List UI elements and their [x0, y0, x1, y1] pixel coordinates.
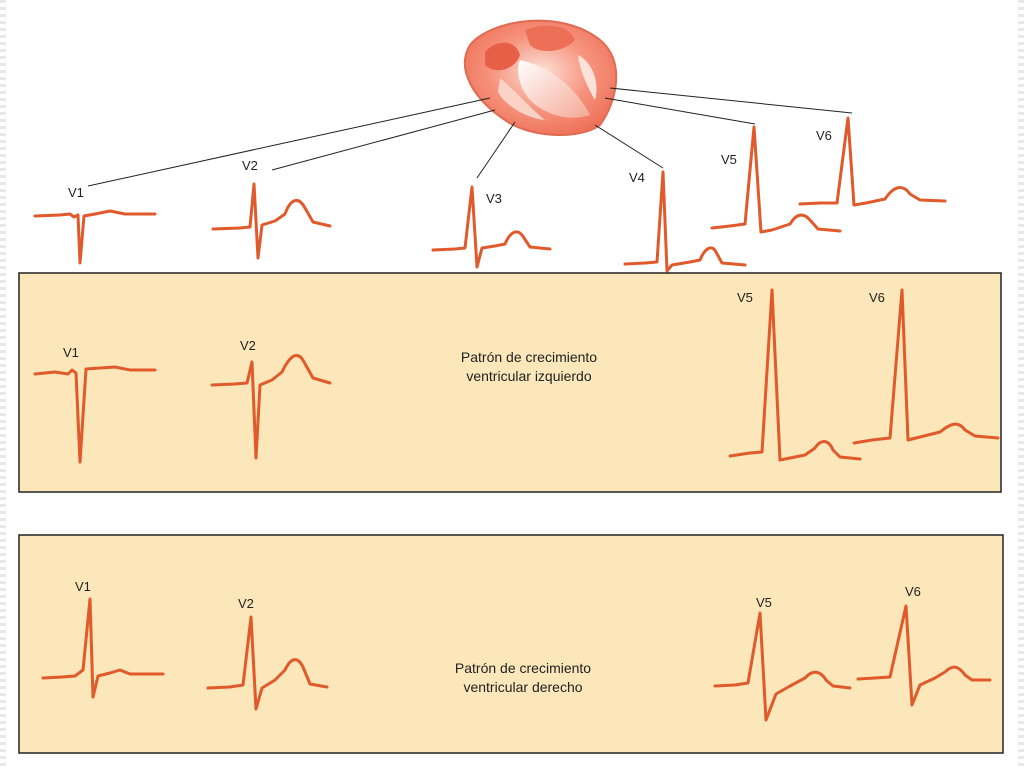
lvh-panel: V1 V2 Patrón de crecimiento ventricular …	[18, 272, 1002, 493]
top-lead-label-v4: V4	[629, 170, 645, 185]
rvh-trace-v6	[856, 604, 992, 707]
top-trace-v5	[710, 125, 842, 234]
lvh-trace-v2	[210, 353, 332, 460]
rvh-trace-v5	[713, 611, 852, 722]
rvh-label-v5: V5	[756, 595, 772, 610]
top-lead-label-v3: V3	[486, 191, 502, 206]
top-trace-v4	[623, 170, 747, 273]
right-frame-decoration	[1018, 0, 1024, 768]
lvh-label-v1: V1	[63, 345, 79, 360]
top-lead-label-v1: V1	[68, 185, 84, 200]
rvh-label-v1: V1	[75, 579, 91, 594]
lvh-title-line2: ventricular izquierdo	[466, 368, 591, 384]
lvh-title-line1: Patrón de crecimiento	[461, 349, 597, 365]
top-trace-v2	[211, 182, 332, 260]
rvh-title-line1: Patrón de crecimiento	[455, 660, 591, 676]
top-trace-v1	[33, 209, 157, 265]
rvh-trace-v1	[41, 597, 165, 699]
top-trace-v3	[431, 185, 552, 269]
top-leads: V1 V2 V3 V4 V5 V6	[33, 116, 947, 273]
top-lead-label-v2: V2	[242, 158, 258, 173]
heart-illustration	[464, 19, 618, 137]
lvh-label-v6: V6	[869, 290, 885, 305]
lvh-label-v5: V5	[737, 290, 753, 305]
rvh-label-v6: V6	[905, 584, 921, 599]
top-lead-label-v5: V5	[721, 152, 737, 167]
lvh-trace-v6	[852, 288, 1000, 445]
rvh-trace-v2	[206, 615, 329, 711]
top-lead-label-v6: V6	[816, 128, 832, 143]
lvh-label-v2: V2	[240, 338, 256, 353]
lvh-trace-v1	[33, 365, 157, 464]
rvh-label-v2: V2	[238, 596, 254, 611]
top-trace-v6	[798, 116, 947, 207]
lvh-trace-v5	[728, 288, 862, 462]
rvh-panel: V1 V2 Patrón de crecimiento ventricular …	[18, 534, 1004, 754]
lead-connectors	[87, 87, 853, 187]
rvh-title-line2: ventricular derecho	[463, 679, 582, 695]
left-frame-decoration	[0, 0, 6, 768]
